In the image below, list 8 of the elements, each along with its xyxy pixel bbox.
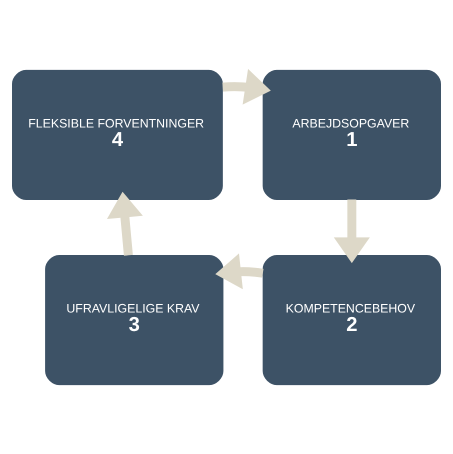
node-box: FLEKSIBLE FORVENTNINGER 4 xyxy=(12,69,223,200)
arrow xyxy=(106,191,143,256)
node-box: UFRAVLIGELIGE KRAV 3 xyxy=(45,254,224,385)
arrow xyxy=(215,252,264,289)
arrow xyxy=(334,199,370,263)
arrow xyxy=(222,68,271,104)
node-box: KOMPETENCEBEHOV 2 xyxy=(262,254,441,385)
node-box: ARBEJDSOPGAVER 1 xyxy=(262,69,441,200)
